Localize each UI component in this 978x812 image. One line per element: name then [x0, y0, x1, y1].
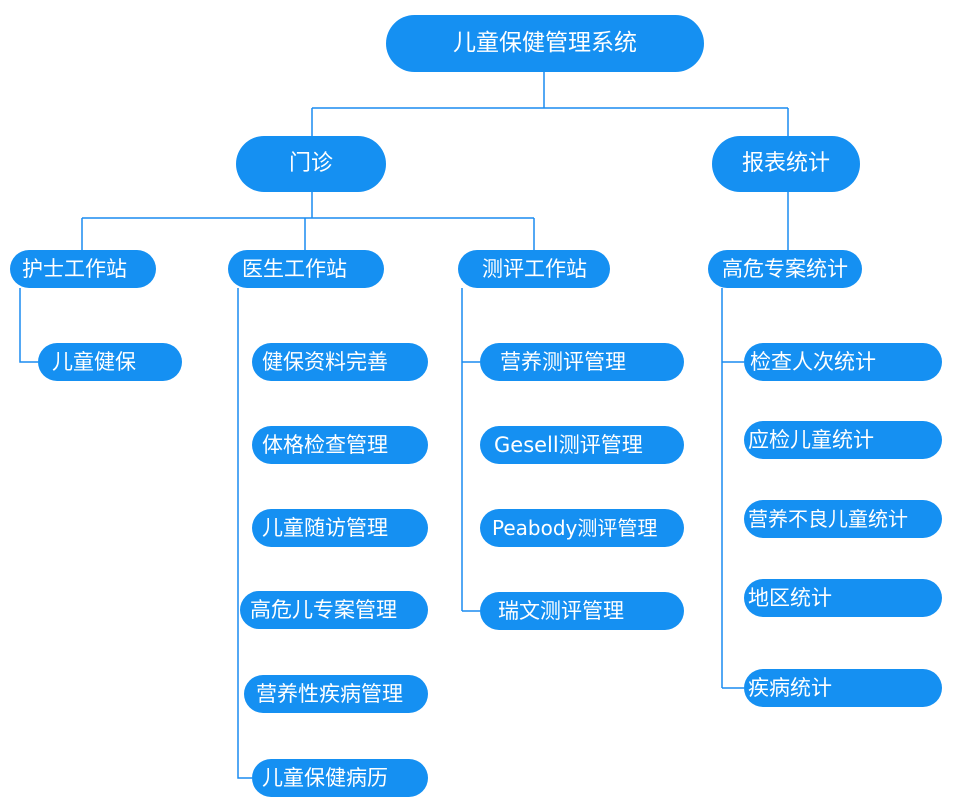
- leaf-node-label: 应检儿童统计: [748, 427, 874, 452]
- leaf-node-label: Peabody测评管理: [492, 516, 658, 540]
- leaf-node-stats-4[interactable]: 地区统计: [744, 579, 942, 617]
- leaf-node-label: 营养不良儿童统计: [748, 507, 908, 531]
- leaf-node-stats-3[interactable]: 营养不良儿童统计: [744, 500, 942, 538]
- leaf-node-label: 儿童随访管理: [262, 515, 388, 540]
- root-node[interactable]: 儿童保健管理系统: [386, 15, 704, 72]
- branch-node-clinic[interactable]: 门诊: [236, 136, 386, 192]
- leaf-node-doctor-1[interactable]: 健保资料完善: [252, 343, 428, 381]
- connector-nurse-children: [19, 288, 38, 363]
- station-node-evaluation[interactable]: 测评工作站: [458, 250, 610, 288]
- leaf-node-doctor-2[interactable]: 体格检查管理: [252, 426, 428, 464]
- leaf-node-nurse-1[interactable]: 儿童健保: [38, 343, 182, 381]
- leaf-node-label: 儿童健保: [52, 349, 136, 374]
- root-node-label: 儿童保健管理系统: [453, 30, 637, 56]
- connector-highrisk-children: [721, 288, 744, 689]
- leaf-node-label: 地区统计: [748, 585, 832, 610]
- leaf-node-label: 健保资料完善: [262, 349, 388, 374]
- leaf-node-stats-2[interactable]: 应检儿童统计: [744, 421, 942, 459]
- branch-node-clinic-label: 门诊: [288, 151, 333, 176]
- leaf-node-label: 检查人次统计: [750, 349, 876, 374]
- leaf-node-doctor-6[interactable]: 儿童保健病历: [252, 759, 428, 797]
- leaf-node-label: 儿童保健病历: [262, 765, 388, 790]
- leaf-node-label: 营养测评管理: [500, 349, 626, 374]
- leaf-node-stats-1[interactable]: 检查人次统计: [744, 343, 942, 381]
- connector-clinic-to-stations: [81, 192, 535, 250]
- leaf-node-label: 体格检查管理: [262, 432, 388, 457]
- leaf-node-eval-4[interactable]: 瑞文测评管理: [480, 592, 684, 630]
- leaf-node-label: 高危儿专案管理: [250, 597, 397, 622]
- leaf-node-doctor-3[interactable]: 儿童随访管理: [252, 509, 428, 547]
- connector-root-to-branches: [311, 72, 789, 136]
- leaf-node-doctor-5[interactable]: 营养性疾病管理: [244, 675, 428, 713]
- leaf-node-eval-3[interactable]: Peabody测评管理: [480, 509, 684, 547]
- station-node-doctor-label: 医生工作站: [242, 256, 347, 281]
- leaf-node-label: Gesell测评管理: [494, 432, 643, 457]
- connector-eval-children: [461, 288, 480, 612]
- station-node-doctor[interactable]: 医生工作站: [228, 250, 384, 288]
- leaf-node-eval-1[interactable]: 营养测评管理: [480, 343, 684, 381]
- station-node-nurse-label: 护士工作站: [22, 256, 127, 281]
- leaf-node-doctor-4[interactable]: 高危儿专案管理: [240, 591, 428, 629]
- station-node-highrisk-stats-label: 高危专案统计: [722, 256, 848, 281]
- leaf-node-label: 瑞文测评管理: [498, 598, 624, 623]
- branch-node-reports-label: 报表统计: [741, 151, 830, 176]
- connector-doctor-children: [237, 288, 252, 779]
- station-node-nurse[interactable]: 护士工作站: [10, 250, 156, 288]
- leaf-node-stats-5[interactable]: 疾病统计: [744, 669, 942, 707]
- station-node-highrisk-stats[interactable]: 高危专案统计: [708, 250, 862, 288]
- leaf-node-label: 营养性疾病管理: [256, 681, 403, 706]
- branch-node-reports[interactable]: 报表统计: [712, 136, 860, 192]
- leaf-node-label: 疾病统计: [748, 675, 832, 700]
- leaf-node-eval-2[interactable]: Gesell测评管理: [480, 426, 684, 464]
- station-node-evaluation-label: 测评工作站: [482, 256, 587, 281]
